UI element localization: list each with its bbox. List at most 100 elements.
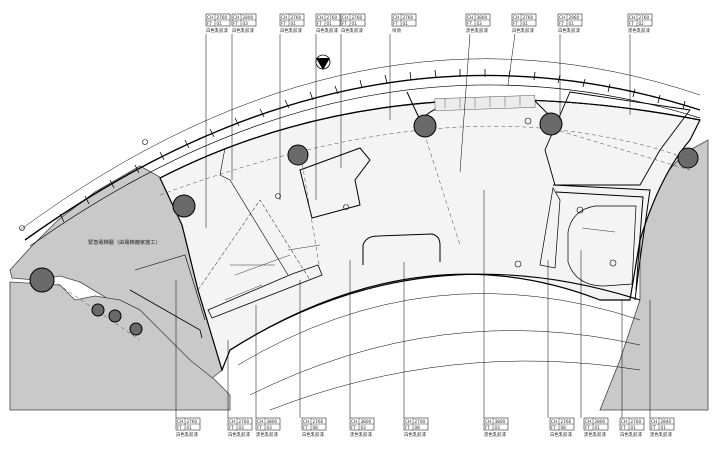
tag-ch-key: CH [342, 15, 348, 20]
tag-ch-key: CH [513, 15, 519, 20]
tag-description: 白色乳胶漆 [232, 27, 255, 34]
column [29, 267, 55, 293]
tag-description: 黑色乳胶漆 [650, 431, 673, 438]
column [413, 114, 437, 138]
tag-ft-value: 01 [327, 21, 333, 26]
tag-ft-value: 01 [217, 21, 223, 26]
curtain-wall-mullions [59, 69, 686, 223]
tag-description: 白色乳胶漆 [206, 27, 229, 34]
tag-ch-key: CH [405, 419, 411, 424]
tag-ft-value: 08 [313, 425, 319, 430]
tag-ft-value: 02 [639, 21, 645, 26]
tag-ch-key: CH [585, 419, 591, 424]
column [129, 322, 143, 336]
leader-lines [175, 33, 651, 418]
tag-ft-key: FT [342, 21, 347, 26]
tag-ft-value: 08 [561, 425, 567, 430]
tag-ch-key: CH [281, 15, 287, 20]
tag-ft-key: FT [257, 425, 262, 430]
tag-ch-value: 2760 [313, 419, 324, 424]
tag-ft-value: 01 [569, 21, 575, 26]
tag-ft-value: 03 [477, 21, 483, 26]
zone-note: 緊急電梯廳（由電梯廠家施工） [88, 238, 161, 246]
tag-ch-key: CH [485, 419, 491, 424]
tag-ft-value: 01 [595, 425, 601, 430]
tag-ch-value: 3800 [477, 15, 488, 20]
tag-ft-key: FT [177, 425, 182, 430]
tag-ch-key: CH [229, 419, 235, 424]
tag-ch-key: CH [651, 419, 657, 424]
tag-ch-key: CH [207, 15, 213, 20]
tag-ft-value: 01 [523, 21, 529, 26]
tag-ft-key: FT [629, 21, 634, 26]
tag-ch-value: 3800 [495, 419, 506, 424]
tag-ft-key: FT [303, 425, 308, 430]
tag-ft-value: 03 [267, 425, 273, 430]
tag-description: 黑色乳胶漆 [350, 431, 373, 438]
tag-ch-value: 2760 [217, 15, 228, 20]
tag-ft-key: FT [351, 425, 356, 430]
dimension-marks [224, 227, 616, 301]
tag-ch-key: CH [621, 419, 627, 424]
tag-ft-key: FT [485, 425, 490, 430]
tag-description: 黑色乳胶漆 [484, 431, 507, 438]
tag-ch-value: 2800 [595, 419, 606, 424]
tag-ft-key: FT [229, 425, 234, 430]
tag-description: 黑色乳胶漆 [628, 27, 651, 34]
column [108, 309, 122, 323]
dashed-guide-lines [39, 119, 691, 341]
tag-description: 吊頂 [392, 28, 401, 34]
tag-ch-value: 2760 [523, 15, 534, 20]
tag-ch-key: CH [177, 419, 183, 424]
tag-description: 黑色乳胶漆 [256, 431, 279, 438]
tag-ft-value: 03 [239, 425, 245, 430]
tag-ft-key: FT [621, 425, 626, 430]
tag-ft-key: FT [281, 21, 286, 26]
hatched-strip [434, 95, 536, 111]
tag-ft-key: FT [559, 21, 564, 26]
tag-description: 白色乳胶漆 [550, 431, 573, 438]
tag-ft-value: 03 [243, 21, 249, 26]
tag-ch-key: CH [257, 419, 263, 424]
tag-ch-value: 2760 [327, 15, 338, 20]
tag-ch-value: 2760 [187, 419, 198, 424]
tag-description: 黑色乳胶漆 [584, 431, 607, 438]
tag-ft-key: FT [551, 425, 556, 430]
tag-ft-key: FT [585, 425, 590, 430]
tag-ch-key: CH [467, 15, 473, 20]
tag-ft-key: FT [513, 21, 518, 26]
tag-ft-key: FT [651, 425, 656, 430]
tag-description: 白色乳胶漆 [620, 431, 643, 438]
tag-ch-value: 2760 [631, 419, 642, 424]
tag-ft-key: FT [317, 21, 322, 26]
tag-description: 白色乳胶漆 [176, 431, 199, 438]
tag-ft-key: FT [393, 21, 398, 26]
tag-ch-key: CH [233, 15, 239, 20]
column [539, 112, 563, 136]
tag-ft-value: 03 [361, 425, 367, 430]
tag-ch-value: 2760 [561, 419, 572, 424]
tag-description: 白色乳胶漆 [512, 27, 535, 34]
tag-ch-value: 2760 [403, 15, 414, 20]
tag-description: 黑色乳胶漆 [466, 27, 489, 34]
curtain-wall-curves [19, 58, 701, 411]
tag-ch-value: 2960 [569, 15, 580, 20]
tag-ch-value: 2760 [639, 15, 650, 20]
tag-ft-value: 03 [495, 425, 501, 430]
tag-description: 白色乳胶漆 [341, 27, 364, 34]
column [677, 147, 699, 169]
